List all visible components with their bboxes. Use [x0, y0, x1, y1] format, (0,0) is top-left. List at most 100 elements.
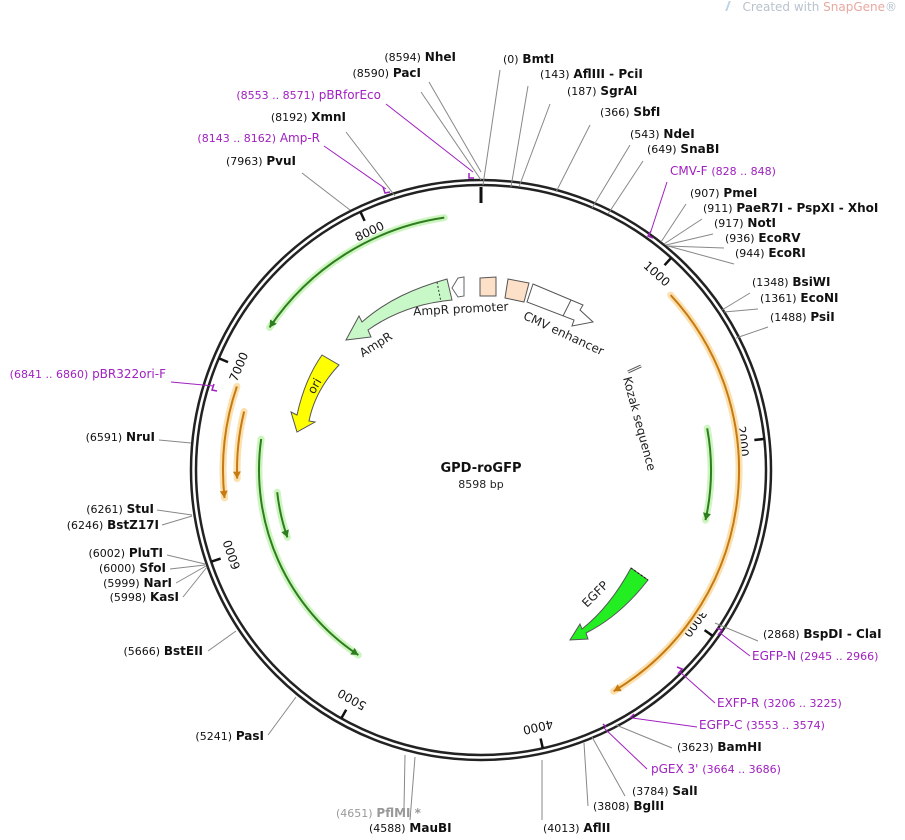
feature-ampr-promoter: AmpR promoter [413, 276, 509, 319]
site-leader-15 [721, 292, 751, 311]
site-leader-21 [583, 742, 589, 807]
primer-label-0: (8553 .. 8571) pBRforEco [236, 88, 381, 102]
site-leader-33 [158, 439, 192, 444]
primer-name: pBR322ori-F [92, 367, 166, 381]
site-position: (907) [690, 187, 720, 200]
orf-arrowhead-6 [281, 529, 289, 538]
primer-leader-4 [719, 632, 751, 657]
site-leader-17 [735, 326, 769, 339]
orf-arc-2 [704, 428, 712, 521]
site-position: (6246) [67, 519, 104, 532]
site-leader-31 [161, 515, 193, 526]
site-label-32: (6261) StuI [86, 502, 154, 516]
site-position: (3808) [593, 800, 630, 813]
site-name: NarI [143, 576, 172, 590]
site-label-29: (6000) SfoI [99, 561, 166, 575]
site-leader-4 [482, 69, 501, 186]
site-name: AflIII - PciI [573, 67, 642, 81]
feature-ori: ori [290, 354, 340, 433]
site-leader-3 [301, 172, 351, 211]
site-name: XmnI [311, 110, 346, 124]
feature-promoter-box-2 [504, 278, 530, 303]
site-position: (944) [735, 247, 765, 260]
primer-label-3: (6841 .. 6860) pBR322ori-F [10, 367, 166, 381]
primer-flags [211, 173, 724, 728]
primer-range: (6841 .. 6860) [10, 368, 89, 381]
primer-range: (8143 .. 8162) [197, 132, 276, 145]
site-name: NdeI [663, 127, 694, 141]
site-label-21: (3808) BglII [593, 799, 664, 813]
site-name: BglII [633, 799, 664, 813]
orf-arrowhead-5 [350, 647, 359, 656]
site-label-15: (1348) BsiWI [752, 275, 831, 289]
site-label-9: (649) SnaBI [647, 142, 719, 156]
site-position: (0) [503, 53, 519, 66]
primer-name: Amp-R [280, 131, 320, 145]
site-position: (543) [630, 128, 660, 141]
site-name: PacI [393, 66, 421, 80]
site-position: (1361) [760, 292, 797, 305]
site-leader-13 [666, 245, 725, 249]
primer-label-5: EXFP-R (3206 .. 3225) [717, 696, 842, 710]
site-position: (8590) [352, 67, 389, 80]
site-leader-0 [428, 81, 482, 173]
site-leader-12 [665, 233, 714, 246]
site-position: (2868) [763, 628, 800, 641]
site-label-24: (4651) PflMI * [336, 806, 422, 820]
site-name: StuI [127, 502, 154, 516]
site-name: BspDI - ClaI [803, 627, 881, 641]
site-label-11: (911) PaeR7I - PspXI - XhoI [703, 201, 878, 215]
site-position: (6591) [86, 431, 123, 444]
site-name: PluTI [129, 546, 163, 560]
site-name: NruI [126, 430, 155, 444]
primer-range: (828 .. 848) [711, 165, 776, 178]
primer-range: (3664 .. 3686) [702, 763, 781, 776]
site-name: SalI [672, 784, 697, 798]
tick-label-6000: 6000 [220, 538, 243, 571]
site-leader-8 [591, 144, 631, 209]
tick-mark-2000 [754, 437, 765, 442]
site-name: PsiI [810, 310, 834, 324]
primer-label-1: (8143 .. 8162) Amp-R [197, 131, 320, 145]
site-name: KasI [150, 590, 179, 604]
site-leader-23 [409, 756, 416, 821]
primer-leader-7 [603, 727, 648, 770]
site-name: BsiWI [792, 275, 830, 289]
site-position: (5998) [110, 591, 147, 604]
site-position: (6261) [86, 503, 123, 516]
site-label-23: (4588) MauBI [369, 821, 452, 835]
site-name: PvuI [266, 154, 296, 168]
site-label-16: (1361) EcoNI [760, 291, 838, 305]
site-position: (8594) [384, 51, 421, 64]
site-position: (936) [725, 232, 755, 245]
site-name: MauBI [409, 821, 451, 835]
site-name: SgrAI [600, 84, 637, 98]
site-label-12: (917) NotI [714, 216, 776, 230]
site-label-13: (936) EcoRV [725, 231, 801, 245]
orf-arcs [219, 214, 743, 695]
orf-arc-5 [258, 438, 359, 656]
site-label-0: (8594) NheI [384, 50, 456, 64]
primer-name: EXFP-R [717, 696, 759, 710]
site-name: PasI [236, 729, 264, 743]
site-leader-16 [723, 308, 759, 313]
site-label-5: (143) AflIII - PciI [540, 67, 643, 81]
site-leader-9 [607, 160, 644, 215]
site-name: BstEII [164, 644, 203, 658]
tick-label-7000: 7000 [226, 350, 251, 384]
primer-name: CMV-F [670, 164, 708, 178]
site-labels: (8594) NheI(8590) PacI(8192) XmnI(7963) … [10, 50, 882, 835]
site-label-3: (7963) PvuI [226, 154, 296, 168]
feature-ampr-promoter-label: AmpR promoter [413, 300, 509, 319]
site-name: BamHI [717, 740, 761, 754]
primer-label-2: CMV-F (828 .. 848) [670, 164, 776, 178]
site-label-25: (5241) PasI [195, 729, 264, 743]
site-name: PmeI [723, 186, 757, 200]
site-leader-30 [166, 554, 206, 565]
tick-mark-6000 [210, 557, 222, 563]
site-name: EcoNI [800, 291, 838, 305]
label-leaders [156, 69, 769, 821]
orf-arrowhead-2 [703, 512, 711, 521]
primer-leader-3 [170, 381, 215, 387]
